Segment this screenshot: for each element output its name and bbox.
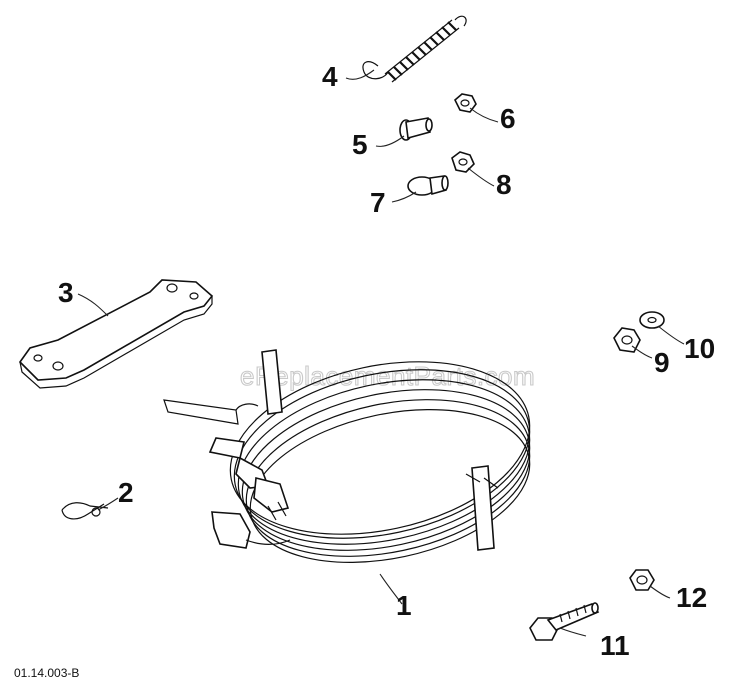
callout-9: 9 xyxy=(654,347,670,378)
watermark: eReplacementParts.com xyxy=(240,361,535,391)
callout-7: 7 xyxy=(370,187,386,218)
callout-12: 12 xyxy=(676,582,707,613)
part-9-nut[interactable] xyxy=(613,327,641,353)
callout-6: 6 xyxy=(500,103,516,134)
drawing-number: 01.14.003-B xyxy=(14,666,80,680)
part-4-spring[interactable] xyxy=(362,15,467,83)
callout-1: 1 xyxy=(396,590,412,621)
part-2-hairpin-clip[interactable] xyxy=(61,502,109,520)
callout-2: 2 xyxy=(118,477,134,508)
callout-3: 3 xyxy=(58,277,74,308)
part-7-rivet[interactable] xyxy=(407,175,449,196)
part-8-nut[interactable] xyxy=(451,151,475,173)
part-6-nut[interactable] xyxy=(454,93,477,113)
callout-10: 10 xyxy=(684,333,715,364)
part-12-nut[interactable] xyxy=(629,569,655,591)
callout-8: 8 xyxy=(496,169,512,200)
callout-5: 5 xyxy=(352,129,368,160)
callout-4: 4 xyxy=(322,61,338,92)
part-10-washer[interactable] xyxy=(639,311,665,329)
callout-11: 11 xyxy=(600,630,630,661)
part-3-bracket[interactable] xyxy=(18,279,214,389)
part-5-pin[interactable] xyxy=(399,117,433,141)
part-11-bolt[interactable] xyxy=(529,602,600,641)
part-1-heating-element[interactable] xyxy=(163,336,546,586)
